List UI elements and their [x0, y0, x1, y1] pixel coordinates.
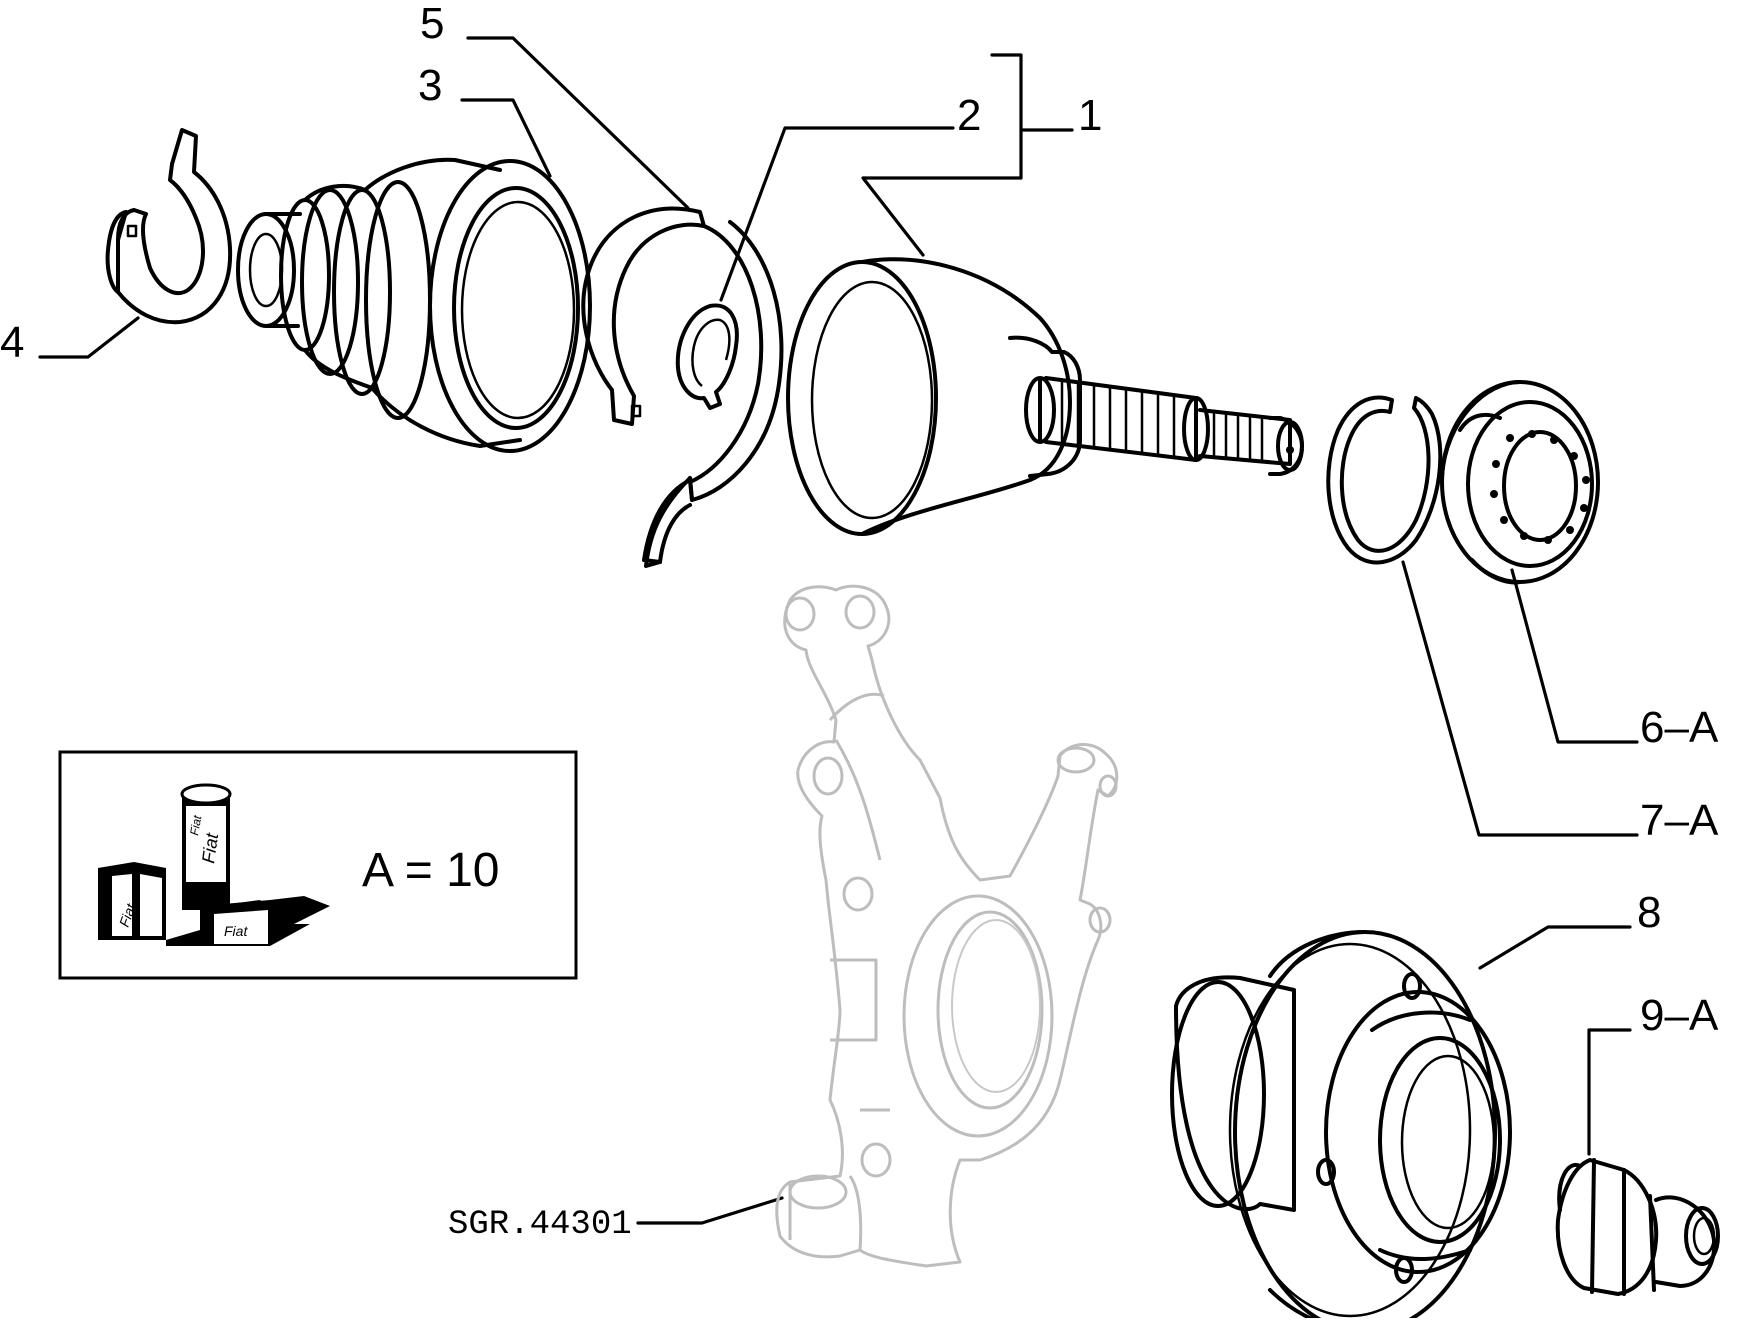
leader-5	[466, 36, 690, 210]
leader-4	[38, 316, 140, 359]
reference-code: SGR.44301	[448, 1206, 632, 1244]
leader-lines	[38, 36, 1639, 1225]
brand-mark-box-left: Fiat	[116, 901, 139, 929]
callout-4: 4	[0, 318, 24, 367]
part-2-circlip	[675, 303, 739, 410]
brand-mark-can-top: Fiat	[187, 814, 204, 837]
callout-labels: 5 3 2 1 4 6–A 7–A 8 9–A SGR.44301	[0, 0, 1719, 1244]
callout-5: 5	[420, 0, 444, 48]
leader-6	[1510, 568, 1639, 744]
leader-ref	[636, 1196, 784, 1225]
part-8-hub	[1170, 930, 1512, 1323]
callout-9: 9–A	[1640, 991, 1719, 1040]
callout-1: 1	[1078, 91, 1102, 140]
callout-8: 8	[1637, 888, 1661, 937]
part-3-boot	[236, 157, 592, 453]
leader-8	[1478, 925, 1632, 970]
callout-7: 7–A	[1640, 796, 1719, 845]
part-1-cv-joint	[786, 257, 1304, 536]
brand-mark-box-right: Fiat	[224, 923, 248, 939]
leader-1-bracket	[861, 53, 1023, 257]
leader-3	[460, 98, 552, 178]
brand-mark-can: Fiat	[198, 831, 222, 864]
fiat-grease-icon: Fiat Fiat Fiat Fiat	[98, 783, 330, 946]
callout-2: 2	[957, 91, 981, 140]
callout-3: 3	[418, 61, 442, 110]
part-7-snap-ring	[1326, 395, 1443, 565]
lubricant-legend: Fiat Fiat Fiat Fiat A = 10	[58, 750, 578, 980]
leader-9	[1587, 1028, 1632, 1156]
legend-text: A = 10	[362, 844, 499, 897]
part-9-nut	[1555, 1158, 1720, 1296]
leader-7	[1401, 560, 1639, 837]
part-6-bearing	[1440, 380, 1600, 585]
leader-2	[719, 126, 955, 302]
steering-knuckle	[775, 584, 1119, 1268]
part-5-band	[581, 206, 784, 568]
part-4-clamp	[105, 128, 233, 325]
callout-6: 6–A	[1640, 703, 1719, 752]
